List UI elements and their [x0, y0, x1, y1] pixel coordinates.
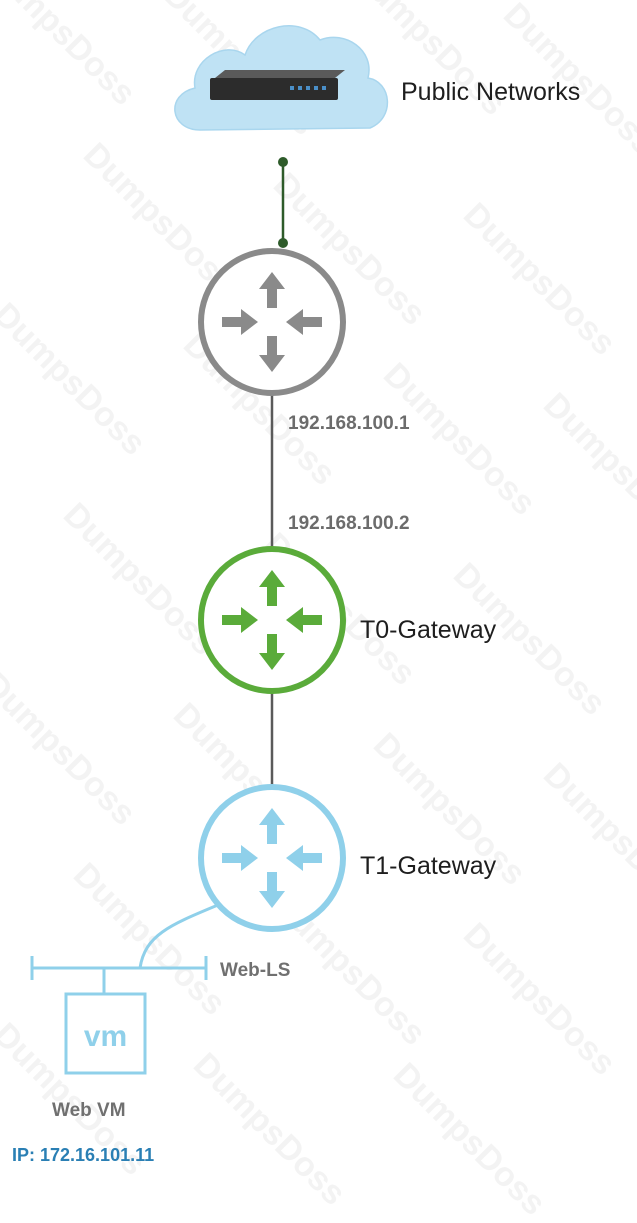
t0-gateway-label: T0-Gateway — [360, 616, 497, 644]
logical-switch-icon — [30, 956, 208, 994]
t1-gateway-label: T1-Gateway — [360, 852, 497, 880]
t0-router-icon — [198, 546, 346, 694]
upstream-router-icon — [198, 248, 346, 396]
upstream-ip-label: 192.168.100.1 — [288, 413, 410, 434]
t0-uplink-ip-label: 192.168.100.2 — [288, 513, 410, 534]
public-networks-label: Public Networks — [401, 78, 581, 106]
topology-diagram: vm — [30, 25, 389, 1075]
link-t1-to-web-ls — [138, 903, 219, 969]
link-public-to-upstream — [278, 157, 288, 248]
t1-router-icon — [198, 784, 346, 932]
svg-text:vm: vm — [84, 1020, 127, 1053]
vm-icon: vm — [64, 992, 147, 1075]
web-vm-label: Web VM — [52, 1100, 126, 1121]
cloud-router-icon — [174, 25, 389, 131]
web-vm-ip-label: IP: 172.16.101.11 — [12, 1145, 155, 1165]
web-ls-label: Web-LS — [220, 960, 291, 981]
